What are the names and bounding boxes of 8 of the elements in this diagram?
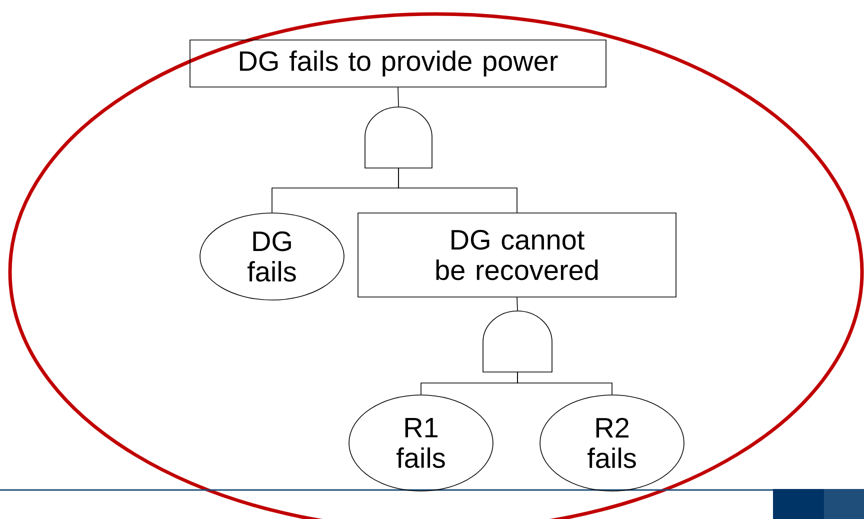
connector-line (517, 372, 612, 395)
event-box: DG cannot be recovered (358, 212, 676, 298)
connector-line (398, 168, 518, 213)
and-gate (482, 310, 552, 372)
connector-line (516, 297, 518, 312)
and-gate (364, 106, 432, 168)
connector-line (398, 87, 399, 108)
event-box: DG fails to provide power (190, 40, 606, 88)
